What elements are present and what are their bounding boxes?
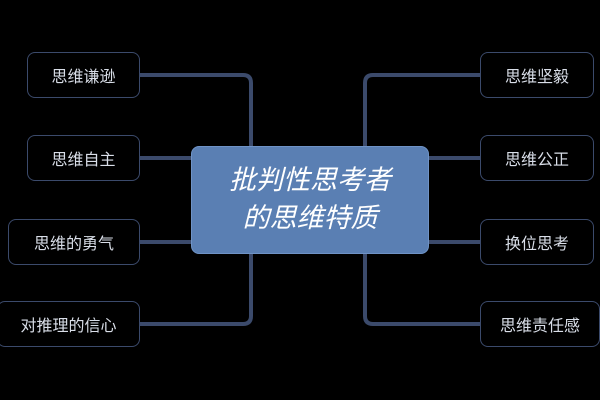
connector-left-1 <box>140 73 253 146</box>
node-intellectual-humility[interactable]: 思维谦逊 <box>27 52 140 98</box>
node-intellectual-responsibility[interactable]: 思维责任感 <box>480 301 600 347</box>
node-confidence-in-reason[interactable]: 对推理的信心 <box>0 301 140 347</box>
node-fair-mindedness[interactable]: 思维公正 <box>480 135 594 181</box>
central-topic[interactable]: 批判性思考者 的思维特质 <box>191 146 429 254</box>
central-topic-line-2: 的思维特质 <box>242 203 378 234</box>
node-intellectual-perseverance[interactable]: 思维坚毅 <box>480 52 594 98</box>
central-topic-line-1: 批判性思考者 <box>229 165 391 196</box>
node-empathy[interactable]: 换位思考 <box>480 219 594 265</box>
connector-right-4 <box>363 254 480 326</box>
node-intellectual-autonomy[interactable]: 思维自主 <box>27 135 140 181</box>
connector-right-1 <box>363 73 480 146</box>
node-intellectual-courage[interactable]: 思维的勇气 <box>8 219 140 265</box>
connector-left-4 <box>140 254 253 326</box>
